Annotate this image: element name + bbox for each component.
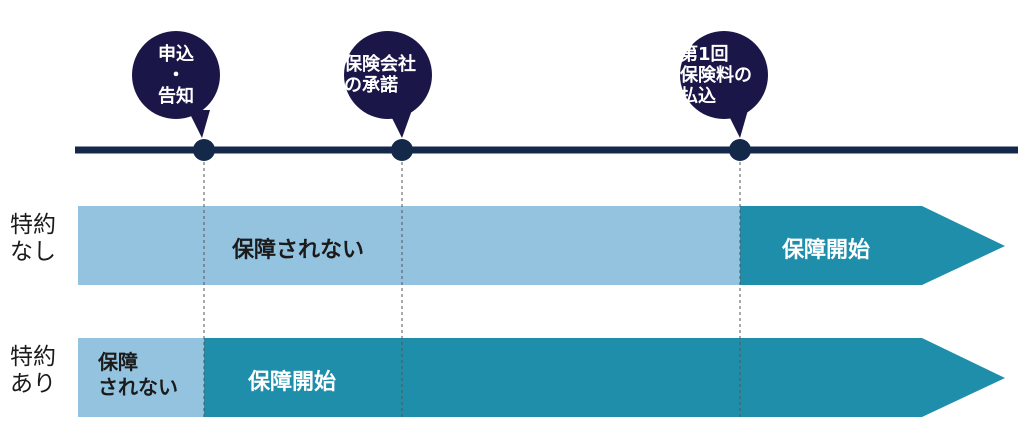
milestone-3-dot bbox=[729, 139, 751, 161]
milestone-2-bubble bbox=[344, 31, 432, 138]
milestone-2-label: 保険会社 の承諾 bbox=[344, 54, 416, 96]
row2-label: 特約 あり bbox=[10, 344, 56, 397]
row2-covered-text: 保障開始 bbox=[248, 370, 337, 395]
milestone-1-bubble bbox=[132, 31, 220, 138]
milestone-3-label: 第1回 保険料の 払込 bbox=[680, 44, 752, 107]
milestone-3-bubble bbox=[680, 31, 768, 138]
row2-not-covered-band bbox=[78, 338, 204, 417]
milestone-1-dot bbox=[193, 139, 215, 161]
row2-not-covered-text: 保障 されない bbox=[98, 350, 178, 399]
milestone-2-dot bbox=[391, 139, 413, 161]
row1-covered-band bbox=[740, 206, 1005, 285]
row1-not-covered-text: 保障されない bbox=[232, 238, 365, 263]
row2-covered-band bbox=[204, 338, 1005, 417]
milestone-1-label: 申込 ・ 告知 bbox=[158, 44, 194, 107]
row1-covered-text: 保障開始 bbox=[782, 238, 871, 263]
row1-not-covered-band bbox=[78, 206, 740, 285]
row1-label: 特約 なし bbox=[10, 212, 56, 265]
